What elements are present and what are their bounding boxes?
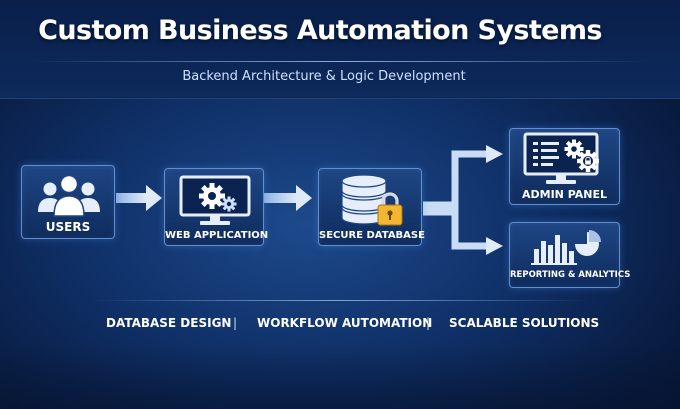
database-lock-icon <box>341 174 403 226</box>
page-subtitle: Backend Architecture & Logic Development <box>182 69 466 84</box>
link-database-to-reporting <box>423 208 503 255</box>
node-reporting-analytics: REPORTING & ANALYTICS <box>509 222 631 288</box>
page-title: Custom Business Automation Systems <box>38 15 602 46</box>
node-users-label: USERS <box>45 220 91 234</box>
node-admin-panel-label: ADMIN PANEL <box>521 188 607 201</box>
node-admin-panel: ADMIN PANEL <box>509 128 620 205</box>
feature-separator: | <box>233 316 238 330</box>
link-web-application-to-database <box>264 185 312 211</box>
monitor-gear-icon <box>179 175 251 225</box>
node-secure-database: SECURE DATABASE <box>318 168 425 246</box>
link-users-to-web-application <box>116 185 162 211</box>
users-icon <box>38 174 100 217</box>
node-web-application-label: WEB APPLICATION <box>165 230 269 241</box>
feature-workflow-automation: WORKFLOW AUTOMATION <box>257 316 433 330</box>
feature-scalable-solutions: SCALABLE SOLUTIONS <box>449 316 600 330</box>
feature-separator: | <box>426 316 431 330</box>
feature-database-design: DATABASE DESIGN <box>106 316 232 330</box>
admin-monitor-icon <box>523 132 599 184</box>
node-secure-database-label: SECURE DATABASE <box>319 230 425 241</box>
header-divider <box>30 61 650 62</box>
node-users: USERS <box>21 165 115 239</box>
link-database-to-admin-panel <box>423 145 503 209</box>
header-band <box>0 0 680 99</box>
features-divider <box>90 300 590 301</box>
bottom-shade <box>0 345 680 409</box>
analytics-chart-icon <box>531 230 601 265</box>
features-bar: DATABASE DESIGN | WORKFLOW AUTOMATION | … <box>0 316 680 336</box>
node-reporting-analytics-label: REPORTING & ANALYTICS <box>510 270 631 280</box>
node-web-application: WEB APPLICATION <box>164 168 269 246</box>
